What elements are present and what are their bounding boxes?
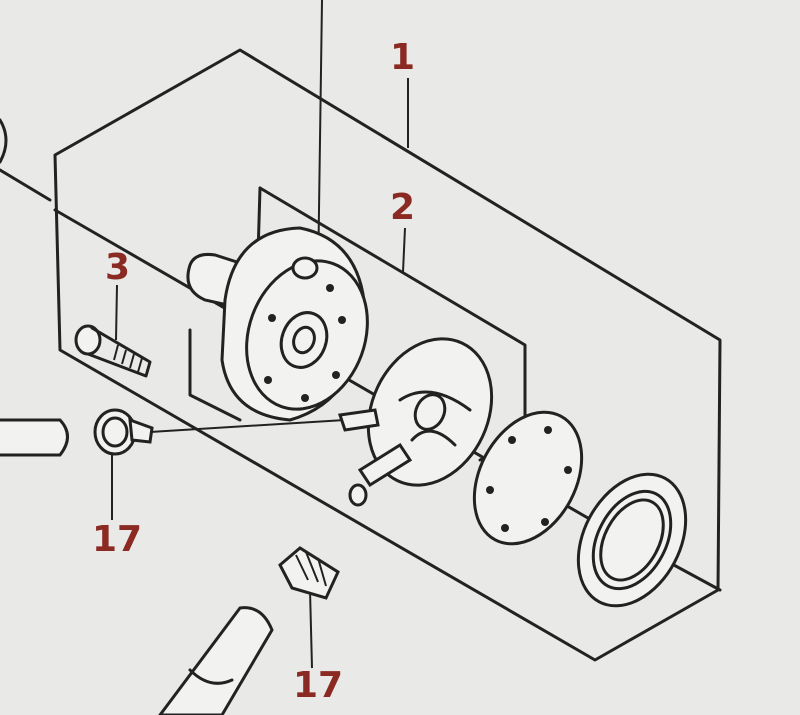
impeller-disc (338, 337, 494, 507)
callout-17-lower: 17 (293, 665, 344, 706)
housing-ext-line (0, 168, 52, 202)
leader-line-clamp (149, 419, 346, 433)
inset-panel-lower (188, 328, 242, 422)
pipe-stub-left (0, 418, 69, 457)
cover-plate (472, 410, 584, 546)
seal-ring (576, 472, 688, 608)
hose-clamp-17a (93, 408, 154, 456)
pipe-lower-band (188, 668, 234, 685)
bolt-part-3 (74, 324, 152, 378)
leader-line-17b (309, 589, 313, 669)
pump-body (220, 226, 369, 422)
callout-3: 3 (105, 247, 131, 288)
leader-line-2 (402, 227, 406, 273)
callout-1: 1 (390, 37, 416, 78)
callout-2: 2 (390, 187, 416, 228)
callout-17-upper: 17 (92, 519, 143, 560)
leader-line-3 (115, 284, 118, 341)
pipe-lower (158, 606, 274, 715)
hose-clamp-17b (278, 546, 340, 600)
left-hose-fragment (0, 118, 8, 164)
